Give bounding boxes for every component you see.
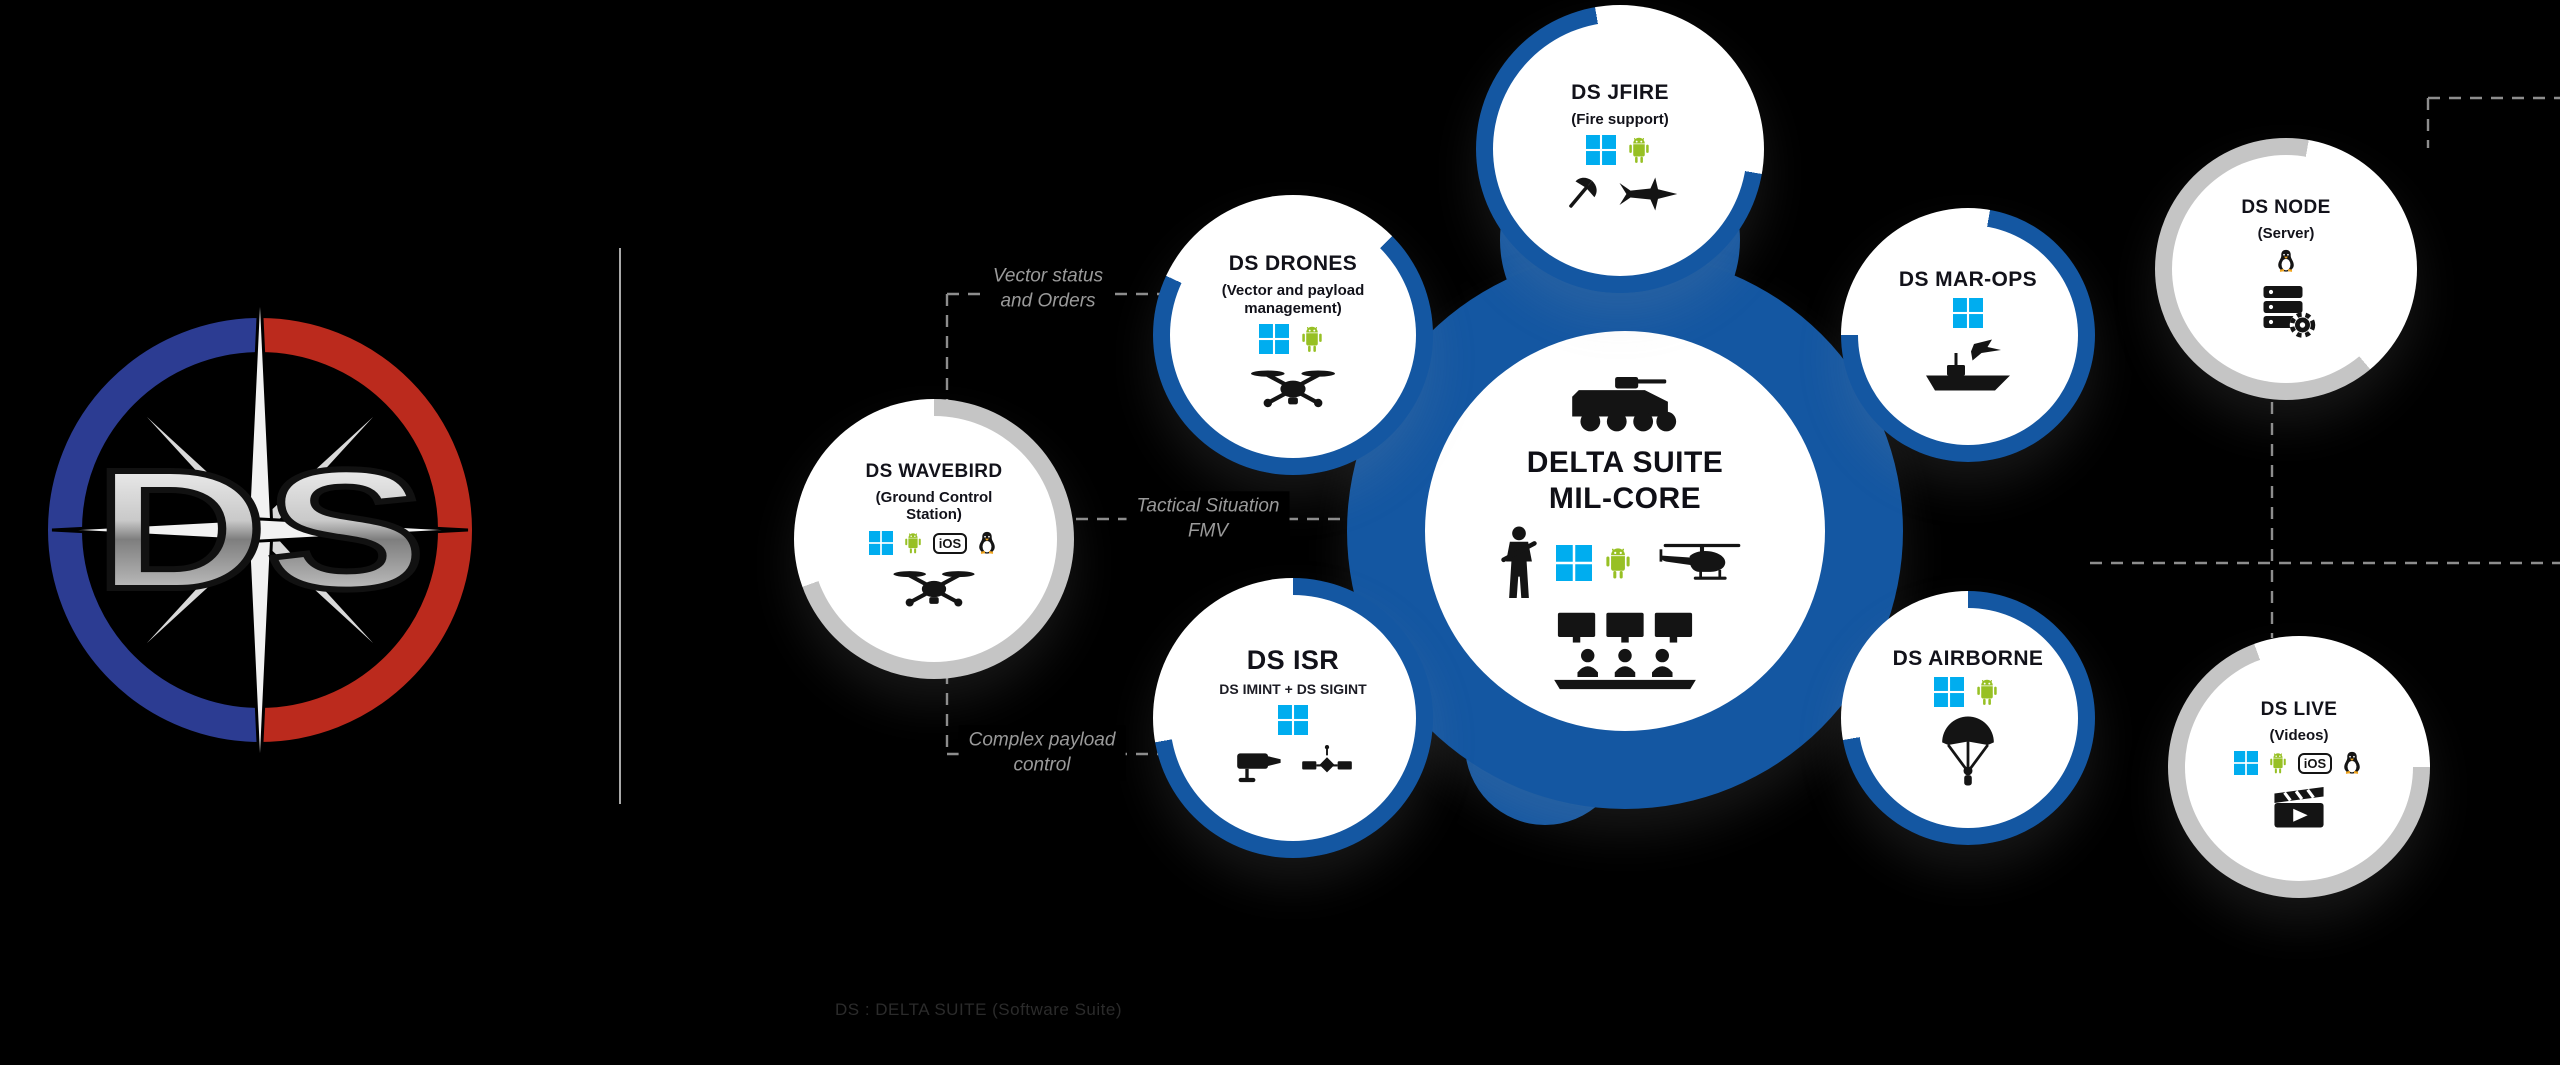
- android-icon: [1972, 677, 2002, 707]
- center-title-line1: DELTA SUITE: [1526, 445, 1724, 479]
- tomahawk-icon: [1560, 173, 1602, 215]
- android-icon: [1600, 545, 1636, 581]
- platform-icons: [1934, 677, 2002, 707]
- separator-line: [619, 248, 621, 804]
- patrol-boat-icon: [1912, 335, 2024, 401]
- drone-icon: [888, 562, 980, 616]
- android-icon: [1624, 135, 1654, 165]
- node-subtitle: DS IMINT + DS SIGINT: [1219, 681, 1367, 698]
- android-icon: [1297, 324, 1327, 354]
- soldier-icon: [1496, 525, 1542, 601]
- mil-core-content: DELTA SUITE MIL-CORE: [1425, 331, 1825, 731]
- logo-letters: DS: [95, 435, 425, 625]
- node-title: DS AIRBORNE: [1892, 646, 2044, 670]
- platform-icons: [1586, 135, 1654, 165]
- node-title: DS JFIRE: [1571, 80, 1669, 104]
- windows-icon: [1556, 545, 1592, 581]
- node-title: DS DRONES: [1228, 251, 1358, 275]
- node-ds-jfire: DS JFIRE (Fire support): [1476, 5, 1764, 293]
- windows-icon: [2234, 751, 2258, 775]
- paratrooper-icon: [1937, 714, 1999, 788]
- ios-icon: iOS: [2297, 752, 2333, 774]
- weapon-icons: [1560, 172, 1680, 216]
- compass-horizontal-point: [51, 517, 469, 543]
- linux-icon: [975, 531, 999, 555]
- node-subtitle: (Fire support): [1571, 110, 1669, 128]
- node-ds-live: DS LIVE (Videos) iOS: [2168, 636, 2430, 898]
- linux-icon: [2274, 249, 2298, 273]
- helicopter-icon: [1650, 538, 1754, 588]
- node-ds-mar-ops: DS MAR-OPS: [1841, 208, 2095, 462]
- platform-icons: [2274, 249, 2298, 273]
- windows-icon: [869, 531, 893, 555]
- android-icon: [2266, 751, 2290, 775]
- command-room-icon: [1546, 609, 1704, 691]
- windows-icon: [1934, 677, 1964, 707]
- drone-icon: [1245, 361, 1341, 417]
- platform-icons: [1278, 705, 1308, 735]
- label-line: Tactical Situation: [1136, 495, 1280, 517]
- delta-suite-logo: DS: [35, 238, 485, 818]
- node-ds-wavebird: DS WAVEBIRD (Ground Control Station) iOS: [794, 399, 1074, 679]
- connection-label-tactical-situation: Tactical Situation FMV: [1126, 491, 1290, 547]
- satellite-icon: [1301, 742, 1353, 790]
- fighter-jet-icon: [1614, 172, 1680, 216]
- node-title: DS ISR: [1246, 645, 1340, 676]
- connection-label-complex-payload: Complex payload control: [958, 725, 1126, 781]
- cctv-camera-icon: [1233, 745, 1289, 787]
- windows-icon: [1953, 298, 1983, 328]
- windows-icon: [1259, 324, 1289, 354]
- platform-icons: [1556, 545, 1636, 581]
- label-line: Complex payload: [968, 729, 1116, 751]
- ios-icon: iOS: [932, 532, 968, 554]
- node-subtitle: (Ground Control Station): [875, 488, 993, 524]
- node-ds-isr: DS ISR DS IMINT + DS SIGINT: [1153, 578, 1433, 858]
- linux-icon: [2340, 751, 2364, 775]
- footnote: DS : DELTA SUITE (Software Suite): [835, 1000, 1123, 1019]
- center-title-line2: MIL-CORE: [1548, 482, 1702, 515]
- node-subtitle: (Server): [2257, 224, 2315, 242]
- node-title: DS NODE: [2241, 196, 2331, 218]
- node-ds-drones: DS DRONES (Vector and payload management…: [1153, 195, 1433, 475]
- armored-vehicle-icon: [1564, 372, 1686, 438]
- label-line: Vector status: [992, 265, 1104, 287]
- sensor-icons: [1233, 742, 1353, 790]
- platform-icons: [1953, 298, 1983, 328]
- node-subtitle: (Vector and payload management): [1221, 281, 1365, 317]
- node-subtitle: (Videos): [2269, 726, 2329, 744]
- node-delta-suite-mil-core: DELTA SUITE MIL-CORE: [1347, 253, 1903, 809]
- compass-rose-icon: DS: [48, 274, 472, 786]
- server-icon: [2256, 280, 2316, 340]
- platform-icons: iOS: [869, 531, 999, 555]
- node-ds-airborne: DS AIRBORNE: [1841, 591, 2095, 845]
- connection-label-vector-status: Vector status and Orders: [982, 261, 1114, 317]
- label-line: FMV: [1187, 520, 1229, 541]
- platform-icons: [1259, 324, 1327, 354]
- label-line: and Orders: [1000, 290, 1096, 311]
- windows-icon: [1278, 705, 1308, 735]
- node-ds-node: DS NODE (Server): [2155, 138, 2417, 400]
- android-icon: [901, 531, 925, 555]
- node-title: DS WAVEBIRD: [865, 460, 1003, 482]
- label-line: control: [1013, 754, 1071, 775]
- platform-icons: iOS: [2234, 751, 2364, 775]
- clapperboard-icon: [2270, 782, 2328, 834]
- node-title: DS MAR-OPS: [1898, 267, 2038, 291]
- center-middle-row: [1496, 525, 1754, 601]
- windows-icon: [1586, 135, 1616, 165]
- node-title: DS LIVE: [2260, 698, 2338, 720]
